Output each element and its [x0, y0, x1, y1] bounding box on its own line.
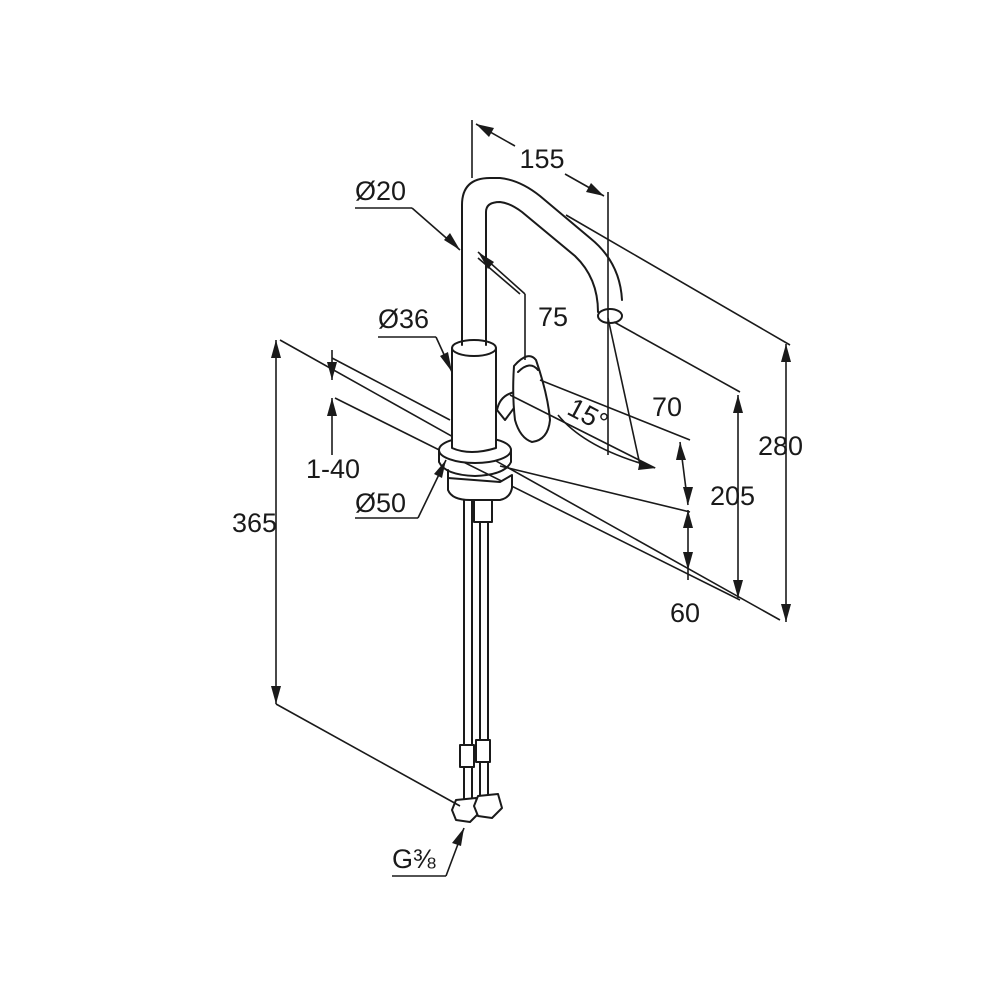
faucet-body: [451, 339, 497, 453]
label-spout-height: 205: [710, 481, 755, 511]
dimension-spout-reach: 155: [471, 120, 609, 455]
dimension-total-height: 280: [565, 214, 803, 622]
hose-crimp-right: [475, 739, 491, 763]
dimension-connection-thread: G⅜: [392, 827, 465, 877]
dimension-body-diameter: Ø36: [378, 304, 453, 373]
dimension-spout-height: 205: [613, 321, 755, 598]
label-countertop-thickness: 1-40: [306, 454, 360, 484]
hose-crimp-left: [459, 744, 475, 768]
supply-hoses: [451, 494, 503, 823]
label-body-to-counter: 60: [670, 598, 700, 628]
label-base-diameter: Ø50: [355, 488, 406, 518]
connection-nut-left: [451, 797, 481, 823]
dimension-under-counter-length: 365: [232, 340, 461, 807]
label-under-counter-length: 365: [232, 508, 277, 538]
dimension-base-diameter: Ø50: [355, 459, 447, 519]
spout: [461, 177, 623, 346]
label-total-height: 280: [758, 431, 803, 461]
label-spout-diameter: Ø20: [355, 176, 406, 206]
label-connection-thread: G⅜: [392, 844, 436, 874]
dimension-lever-height: 70: [539, 379, 693, 506]
dimension-lever-offset: 75: [477, 257, 568, 360]
spout-outlet: [597, 308, 623, 324]
lever-handle: [496, 355, 551, 443]
dimension-countertop-thickness: 1-40: [306, 350, 360, 484]
label-lever-offset: 75: [538, 302, 568, 332]
label-lever-height: 70: [652, 392, 682, 422]
fixing-nut: [473, 499, 493, 523]
label-body-diameter: Ø36: [378, 304, 429, 334]
countertop-plane: [279, 339, 781, 621]
dimension-body-to-counter: 60: [670, 510, 700, 628]
dimension-spout-diameter: Ø20: [355, 176, 526, 295]
label-spout-reach: 155: [519, 144, 564, 174]
connection-nut-right: [473, 793, 503, 819]
